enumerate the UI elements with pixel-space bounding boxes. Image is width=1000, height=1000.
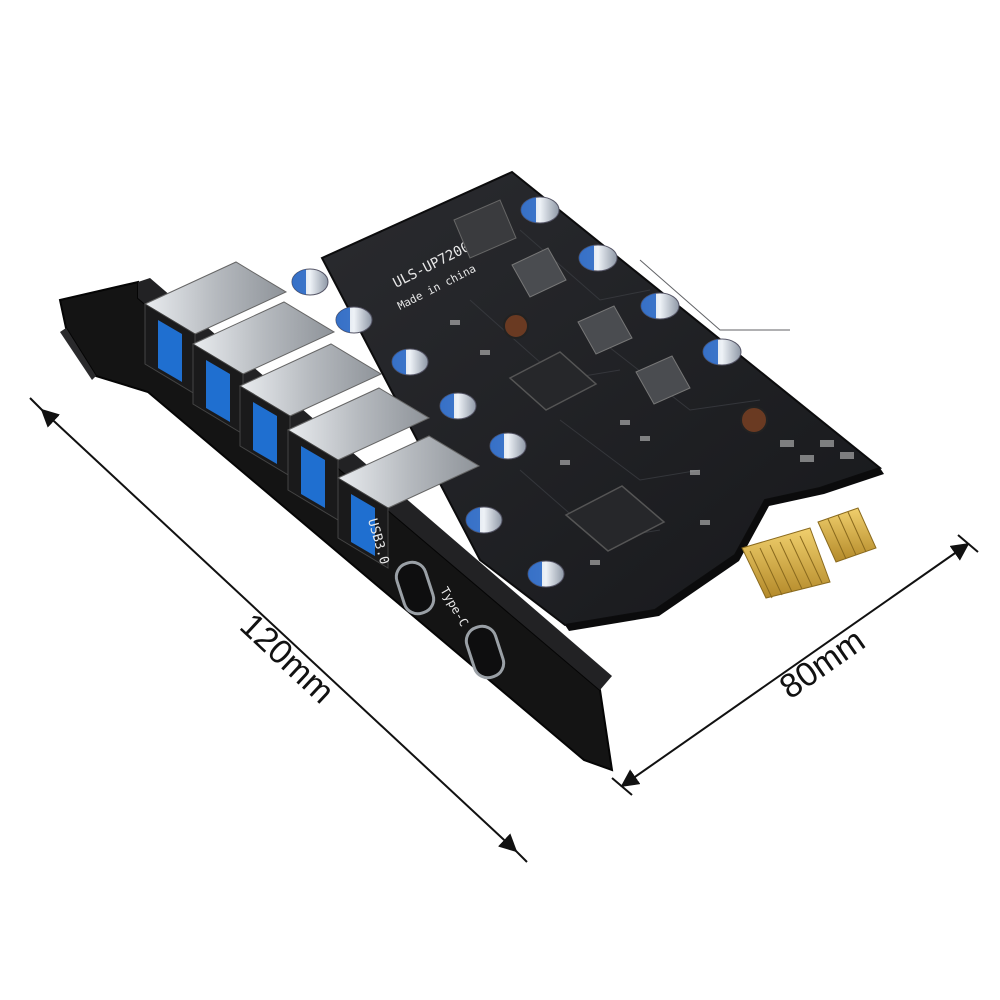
capacitor-icon <box>291 196 742 588</box>
pcie-connector <box>741 507 877 599</box>
usb-a-ports <box>143 261 481 569</box>
length-label: 120mm <box>233 606 342 711</box>
usb-a-port-icon[interactable] <box>191 301 336 435</box>
usb-c-port-icon[interactable] <box>393 559 438 618</box>
usb-a-port-icon[interactable] <box>143 261 288 395</box>
usb-c-ports <box>393 559 508 682</box>
height-label: 80mm <box>773 621 872 706</box>
usb-c-port-icon[interactable] <box>463 623 508 682</box>
usb-a-port-icon[interactable] <box>286 387 431 521</box>
inductor-icon <box>503 247 768 434</box>
pcb-board <box>320 170 884 631</box>
chip-icon <box>453 199 666 552</box>
smd-components <box>450 320 854 565</box>
usb-a-port-icon[interactable] <box>336 435 481 569</box>
